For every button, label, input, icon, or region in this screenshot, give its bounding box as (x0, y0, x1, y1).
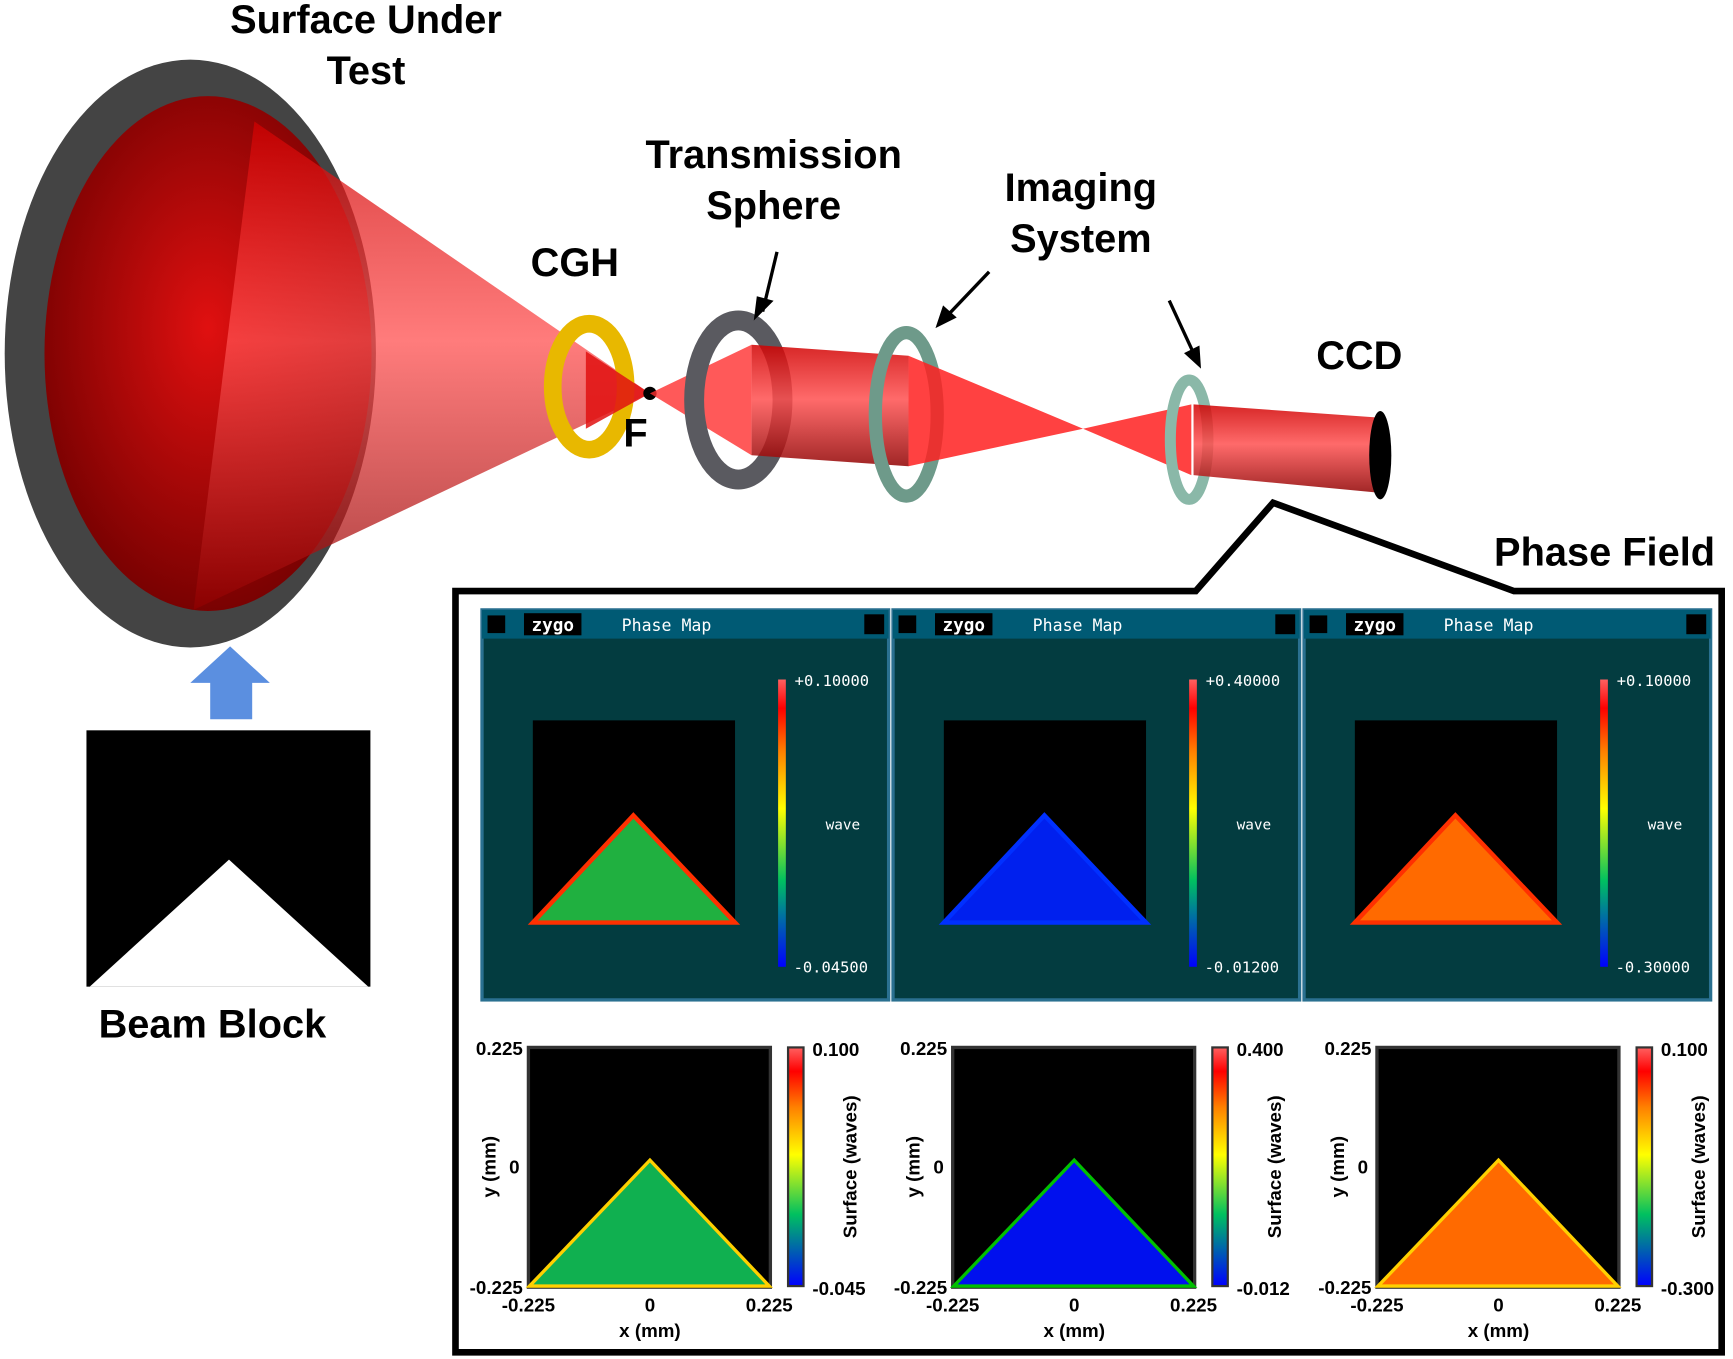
label-ccd: CCD (1316, 334, 1402, 378)
colorbar (786, 1046, 805, 1288)
colorbar-max: +0.40000 (1206, 672, 1280, 690)
phase-map-triangle (1349, 812, 1563, 925)
window-resize-icon[interactable] (864, 614, 885, 635)
beam-to-ccd (1193, 404, 1380, 493)
colorbar (1600, 679, 1608, 967)
label-transmission-sphere-2: Sphere (706, 184, 841, 228)
y-tick-max: 0.225 (900, 1038, 947, 1059)
x-tick-mid: 0 (1493, 1294, 1503, 1315)
phase-field-box (452, 498, 1725, 1356)
colorbar-max: 0.100 (812, 1039, 859, 1060)
y-axis-label: y (mm) (478, 1136, 499, 1198)
label-surface-under-test-2: Test (327, 49, 406, 93)
x-tick-max: 0.225 (1594, 1294, 1641, 1315)
beam-block-opening (89, 859, 369, 987)
x-tick-max: 0.225 (746, 1294, 793, 1315)
beam-imaging-cone (908, 355, 1084, 467)
x-axis-label: x (mm) (1043, 1320, 1105, 1341)
simulated-surface-plot: 0.225 0 -0.225-0.225 0 0.225 x (mm) y (mm) 0.10… (1318, 1038, 1714, 1341)
colorbar-max: +0.10000 (795, 672, 869, 690)
window-title: Phase Map (622, 616, 712, 635)
colorbar-label: Surface (waves) (1688, 1095, 1709, 1238)
colorbar (1189, 679, 1197, 967)
y-tick-min: -0.225 (1318, 1277, 1371, 1298)
colorbar-min: -0.30000 (1616, 958, 1690, 976)
window-title: Phase Map (1033, 616, 1123, 635)
phase-map-triangle (527, 812, 741, 925)
x-tick-mid: 0 (645, 1294, 655, 1315)
label-surface-under-test: Surface Under (230, 0, 502, 42)
label-cgh: CGH (531, 241, 619, 285)
label-imaging-system: Imaging (1005, 166, 1157, 210)
y-tick-max: 0.225 (476, 1038, 523, 1059)
zygo-phase-map-window: zygo Phase Map +0.10000 wave -0.04500 (480, 608, 891, 1002)
colorbar-unit: wave (1648, 818, 1683, 834)
beam-cgh (585, 351, 650, 429)
colorbar-max: 0.400 (1237, 1039, 1284, 1060)
y-tick-max: 0.225 (1324, 1038, 1371, 1059)
label-transmission-sphere: Transmission (646, 133, 902, 177)
window-menu-icon[interactable] (487, 615, 506, 634)
beam-cone-to-surface (193, 121, 650, 610)
colorbar-unit: wave (826, 818, 861, 834)
surface-triangle (949, 1157, 1198, 1288)
beam-ts-to-imaging (751, 344, 909, 467)
window-title: Phase Map (1444, 616, 1534, 635)
y-axis-label: y (mm) (903, 1136, 924, 1198)
colorbar-label: Surface (waves) (840, 1095, 861, 1238)
x-tick-max: 0.225 (1170, 1294, 1217, 1315)
beam-to-lens-2 (1083, 404, 1192, 476)
y-tick-mid: 0 (1358, 1156, 1368, 1177)
zygo-logo: zygo (1353, 616, 1396, 636)
ccd-sensor (1369, 411, 1392, 500)
window-resize-icon[interactable] (1686, 614, 1707, 635)
colorbar-min: -0.04500 (794, 958, 868, 976)
colorbar (1211, 1046, 1229, 1288)
zygo-logo: zygo (942, 616, 985, 636)
window-resize-icon[interactable] (1275, 614, 1296, 635)
colorbar-min: -0.012 (1237, 1278, 1290, 1299)
label-phase-field: Phase Field (1494, 531, 1715, 575)
colorbar-min: -0.045 (812, 1278, 865, 1299)
y-tick-min: -0.225 (470, 1277, 523, 1298)
colorbar-max: +0.10000 (1617, 672, 1691, 690)
pointer-arrows (753, 251, 1201, 369)
x-axis-label: x (mm) (619, 1320, 681, 1341)
zygo-logo: zygo (531, 616, 574, 636)
zygo-phase-map-window: zygo Phase Map +0.10000 wave -0.30000 (1302, 608, 1713, 1002)
x-tick-mid: 0 (1069, 1294, 1079, 1315)
surface-triangle (525, 1157, 774, 1288)
colorbar (1635, 1046, 1654, 1288)
y-axis-label: y (mm) (1327, 1136, 1348, 1198)
y-tick-mid: 0 (933, 1156, 943, 1177)
colorbar-min: -0.01200 (1205, 958, 1279, 976)
zygo-phase-map-window: zygo Phase Map +0.40000 wave -0.01200 (891, 608, 1302, 1002)
colorbar-label: Surface (waves) (1264, 1095, 1285, 1238)
x-tick-min: -0.225 (926, 1294, 979, 1315)
label-imaging-system-2: System (1010, 217, 1151, 261)
label-focus: F (623, 411, 647, 455)
window-menu-icon[interactable] (1309, 615, 1328, 634)
phase-map-triangle (938, 812, 1152, 925)
x-tick-min: -0.225 (502, 1294, 555, 1315)
x-tick-min: -0.225 (1350, 1294, 1403, 1315)
colorbar-min: -0.300 (1661, 1278, 1714, 1299)
colorbar (778, 679, 786, 967)
colorbar-max: 0.100 (1661, 1039, 1708, 1060)
simulated-surface-plot: 0.225 0 -0.225-0.225 0 0.225 x (mm) y (mm) 0.10… (470, 1038, 866, 1341)
colorbar-unit: wave (1237, 818, 1272, 834)
label-beam-block: Beam Block (99, 1002, 328, 1046)
window-menu-icon[interactable] (898, 615, 917, 634)
surface-triangle (1374, 1157, 1622, 1288)
y-tick-mid: 0 (509, 1156, 519, 1177)
up-arrow-icon (190, 646, 270, 720)
y-tick-min: -0.225 (894, 1277, 947, 1298)
x-axis-label: x (mm) (1468, 1320, 1530, 1341)
simulated-surface-plot: 0.225 0 -0.225-0.225 0 0.225 x (mm) y (mm) 0.40… (894, 1038, 1290, 1341)
